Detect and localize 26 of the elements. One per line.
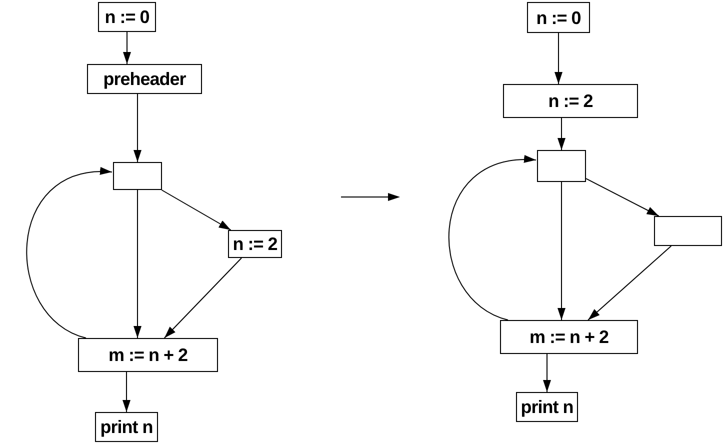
process-box: m := n + 2 xyxy=(500,320,638,354)
loop-arrow xyxy=(26,168,112,338)
process-box: preheader xyxy=(87,64,202,94)
process-box: n := 0 xyxy=(527,2,590,33)
process-box: print n xyxy=(516,392,578,422)
arrow xyxy=(588,246,672,320)
arrow xyxy=(134,190,142,338)
arrow xyxy=(123,32,131,64)
process-box: n := 0 xyxy=(98,2,156,32)
arrow xyxy=(558,182,566,320)
loop-arrow xyxy=(448,156,536,320)
empty-box xyxy=(537,150,586,182)
process-box: n := 2 xyxy=(228,230,282,258)
process-box: n := 2 xyxy=(503,84,638,118)
arrow xyxy=(161,190,232,230)
empty-box xyxy=(654,216,722,246)
arrow xyxy=(134,94,142,162)
arrow xyxy=(586,178,660,216)
process-box: m := n + 2 xyxy=(78,338,218,372)
arrow xyxy=(164,258,242,338)
arrow xyxy=(543,354,551,392)
empty-box xyxy=(113,162,162,190)
process-box: print n xyxy=(95,412,158,442)
arrow xyxy=(558,118,566,150)
arrow xyxy=(122,372,130,412)
arrow xyxy=(554,32,562,84)
